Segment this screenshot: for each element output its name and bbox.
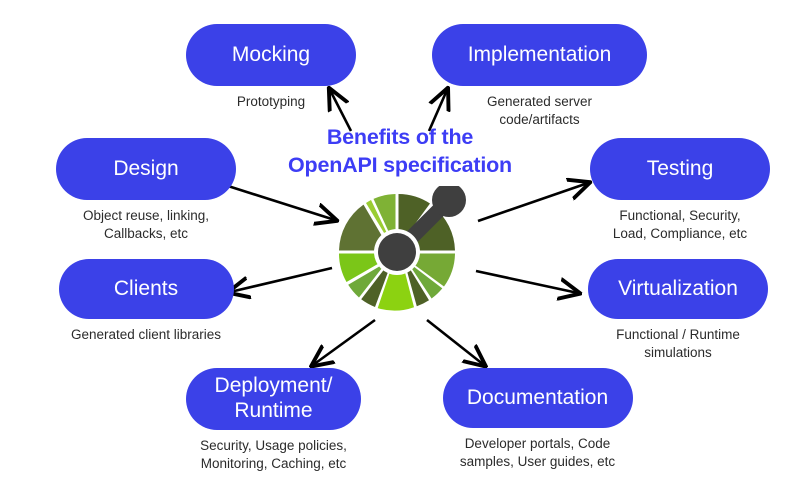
arrow-to-documentation	[426, 318, 484, 365]
node-implementation-label[interactable]: Implementation	[432, 24, 647, 86]
node-virtualization-label[interactable]: Virtualization	[588, 259, 768, 319]
node-mocking[interactable]: Mocking Prototyping	[166, 24, 376, 111]
node-implementation[interactable]: Implementation Generated server code/art…	[432, 24, 647, 129]
node-documentation-label[interactable]: Documentation	[442, 368, 633, 428]
node-deployment-label[interactable]: Deployment/ Runtime	[186, 368, 361, 430]
openapi-logo	[339, 186, 466, 311]
node-testing-label[interactable]: Testing	[590, 138, 770, 200]
node-design-label[interactable]: Design	[56, 138, 236, 200]
node-mocking-label[interactable]: Mocking	[186, 24, 356, 86]
arrow-to-virtualization	[475, 269, 578, 293]
arrow-to-deployment	[313, 318, 376, 365]
arrow-to-testing	[477, 183, 588, 223]
node-implementation-caption: Generated server code/artifacts	[486, 94, 593, 128]
node-deployment-caption: Security, Usage policies, Monitoring, Ca…	[200, 438, 347, 472]
node-documentation-caption: Developer portals, Code samples, User gu…	[459, 436, 616, 470]
node-clients-caption: Generated client libraries	[70, 327, 222, 342]
page-title: Benefits of the OpenAPI specification	[288, 125, 512, 177]
node-mocking-caption: Prototyping	[236, 94, 306, 109]
node-virtualization-caption: Functional / Runtime simulations	[616, 327, 740, 361]
node-testing-caption: Functional, Security, Load, Compliance, …	[612, 208, 748, 242]
node-documentation[interactable]: Documentation Developer portals, Code sa…	[430, 368, 645, 471]
node-deployment[interactable]: Deployment/ Runtime Security, Usage poli…	[166, 368, 381, 473]
node-virtualization[interactable]: Virtualization Functional / Runtime simu…	[578, 259, 778, 362]
node-clients-label[interactable]: Clients	[58, 259, 234, 319]
node-testing[interactable]: Testing Functional, Security, Load, Comp…	[580, 138, 780, 243]
node-design-caption: Object reuse, linking, Callbacks, etc	[82, 208, 210, 242]
node-design[interactable]: Design Object reuse, linking, Callbacks,…	[46, 138, 246, 243]
node-clients[interactable]: Clients Generated client libraries	[46, 259, 246, 344]
